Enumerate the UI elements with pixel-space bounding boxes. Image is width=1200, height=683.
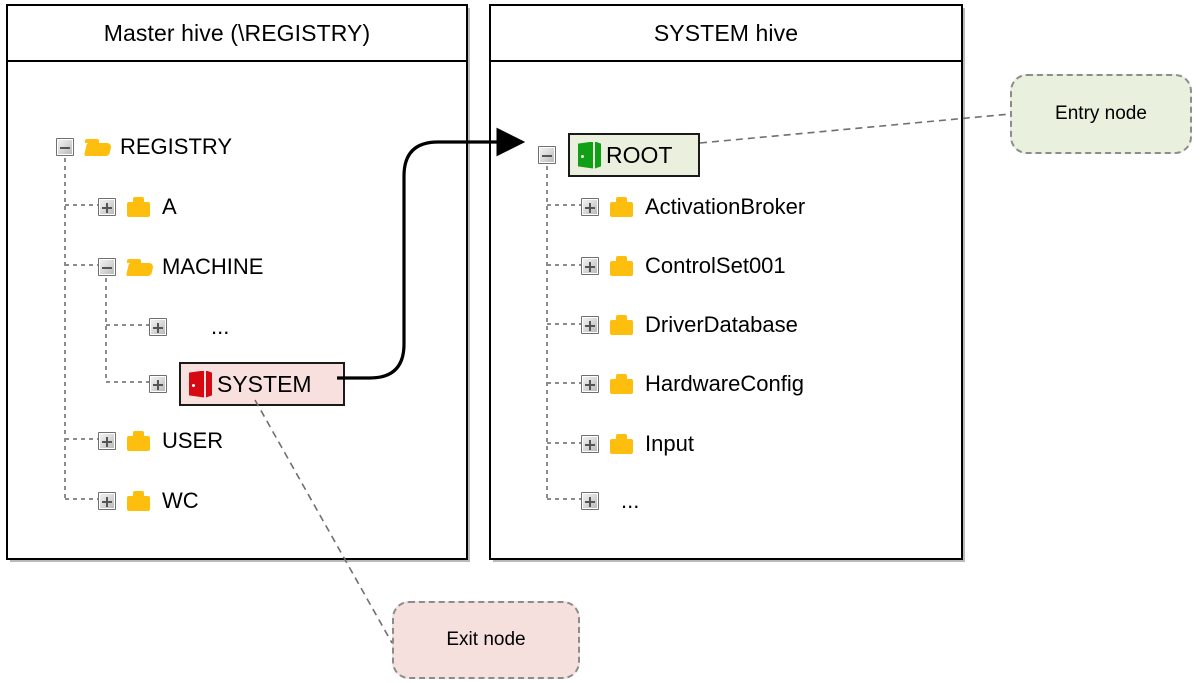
panel-master-header: Master hive (\REGISTRY) bbox=[8, 6, 466, 62]
tree-node-driverdatabase[interactable]: DriverDatabase bbox=[581, 310, 798, 340]
tree-node-input[interactable]: Input bbox=[581, 429, 694, 459]
expander-plus-icon[interactable] bbox=[581, 198, 599, 216]
tree-node-user[interactable]: USER bbox=[98, 426, 223, 456]
tree-node-root-entry[interactable]: ROOT bbox=[568, 133, 700, 177]
callout-exit-node: Exit node bbox=[392, 601, 580, 679]
panel-master-body: REGISTRY A MACHINE ... SYSTEM bbox=[8, 62, 466, 558]
expander-plus-icon[interactable] bbox=[149, 375, 167, 393]
expander-minus-icon[interactable] bbox=[98, 258, 116, 276]
tree-node-label: ... bbox=[211, 314, 230, 339]
tree-node-label: USER bbox=[162, 428, 224, 453]
folder-closed-icon bbox=[126, 430, 152, 452]
panel-system-hive: SYSTEM hive ROOT bbox=[489, 4, 963, 560]
tree-node-label: DriverDatabase bbox=[645, 312, 798, 337]
expander-minus-icon[interactable] bbox=[56, 138, 74, 156]
tree-node-registry[interactable]: REGISTRY bbox=[56, 132, 232, 162]
tree-node-label: SYSTEM bbox=[217, 370, 312, 397]
tree-node-label: ActivationBroker bbox=[645, 194, 806, 219]
folder-closed-icon bbox=[126, 490, 152, 512]
folder-open-icon bbox=[126, 257, 152, 278]
tree-node-label: ... bbox=[621, 488, 640, 513]
folder-closed-icon bbox=[609, 255, 635, 277]
expander-minus-icon[interactable] bbox=[538, 146, 556, 164]
tree-node-hardwareconfig[interactable]: HardwareConfig bbox=[581, 369, 804, 399]
expander-plus-icon[interactable] bbox=[98, 198, 116, 216]
tree-node-machine[interactable]: MACHINE bbox=[98, 252, 263, 282]
folder-open-icon bbox=[84, 137, 110, 158]
tree-node-activationbroker[interactable]: ActivationBroker bbox=[581, 192, 805, 222]
expander-plus-icon[interactable] bbox=[98, 432, 116, 450]
expander-plus-icon[interactable] bbox=[581, 492, 599, 510]
folder-closed-icon bbox=[609, 433, 635, 455]
tree-node-label: ControlSet001 bbox=[645, 253, 786, 278]
tree-node-label: ROOT bbox=[606, 141, 673, 168]
panel-system-title: SYSTEM hive bbox=[653, 19, 799, 46]
expander-plus-icon[interactable] bbox=[98, 492, 116, 510]
folder-closed-icon bbox=[609, 196, 635, 218]
tree-node-label: HardwareConfig bbox=[645, 371, 804, 396]
callout-exit-label: Exit node bbox=[446, 629, 526, 650]
door-green-icon bbox=[578, 141, 601, 169]
expander-plus-icon[interactable] bbox=[581, 375, 599, 393]
tree-node-system-exit[interactable]: SYSTEM bbox=[179, 362, 345, 406]
expander-plus-icon[interactable] bbox=[581, 257, 599, 275]
expander-plus-icon[interactable] bbox=[581, 435, 599, 453]
tree-node-ellipsis[interactable]: ... bbox=[149, 312, 229, 342]
folder-closed-icon bbox=[609, 373, 635, 395]
callout-entry-label: Entry node bbox=[1055, 103, 1147, 124]
callout-entry-node: Entry node bbox=[1010, 74, 1192, 154]
panel-system-body: ROOT ActivationBroker ControlSet001 Driv… bbox=[491, 62, 961, 558]
folder-closed-icon bbox=[609, 314, 635, 336]
tree-node-ellipsis[interactable]: ... bbox=[581, 486, 639, 516]
expander-plus-icon[interactable] bbox=[581, 316, 599, 334]
folder-closed-icon bbox=[126, 196, 152, 218]
tree-node-label: MACHINE bbox=[162, 254, 264, 279]
tree-node-label: WC bbox=[162, 488, 199, 513]
tree-node-root-expander[interactable] bbox=[538, 140, 556, 170]
tree-node-system-expander[interactable] bbox=[149, 369, 167, 399]
tree-node-controlset001[interactable]: ControlSet001 bbox=[581, 251, 786, 281]
door-red-icon bbox=[189, 370, 212, 398]
tree-node-wc[interactable]: WC bbox=[98, 486, 199, 516]
panel-system-header: SYSTEM hive bbox=[491, 6, 961, 62]
tree-node-label: Input bbox=[645, 431, 694, 456]
tree-node-a[interactable]: A bbox=[98, 192, 177, 222]
panel-master-hive: Master hive (\REGISTRY) REGISTRY bbox=[6, 4, 468, 560]
tree-node-label: REGISTRY bbox=[120, 134, 233, 159]
expander-plus-icon[interactable] bbox=[149, 318, 167, 336]
panel-master-title: Master hive (\REGISTRY) bbox=[103, 19, 371, 46]
tree-node-label: A bbox=[162, 194, 177, 219]
